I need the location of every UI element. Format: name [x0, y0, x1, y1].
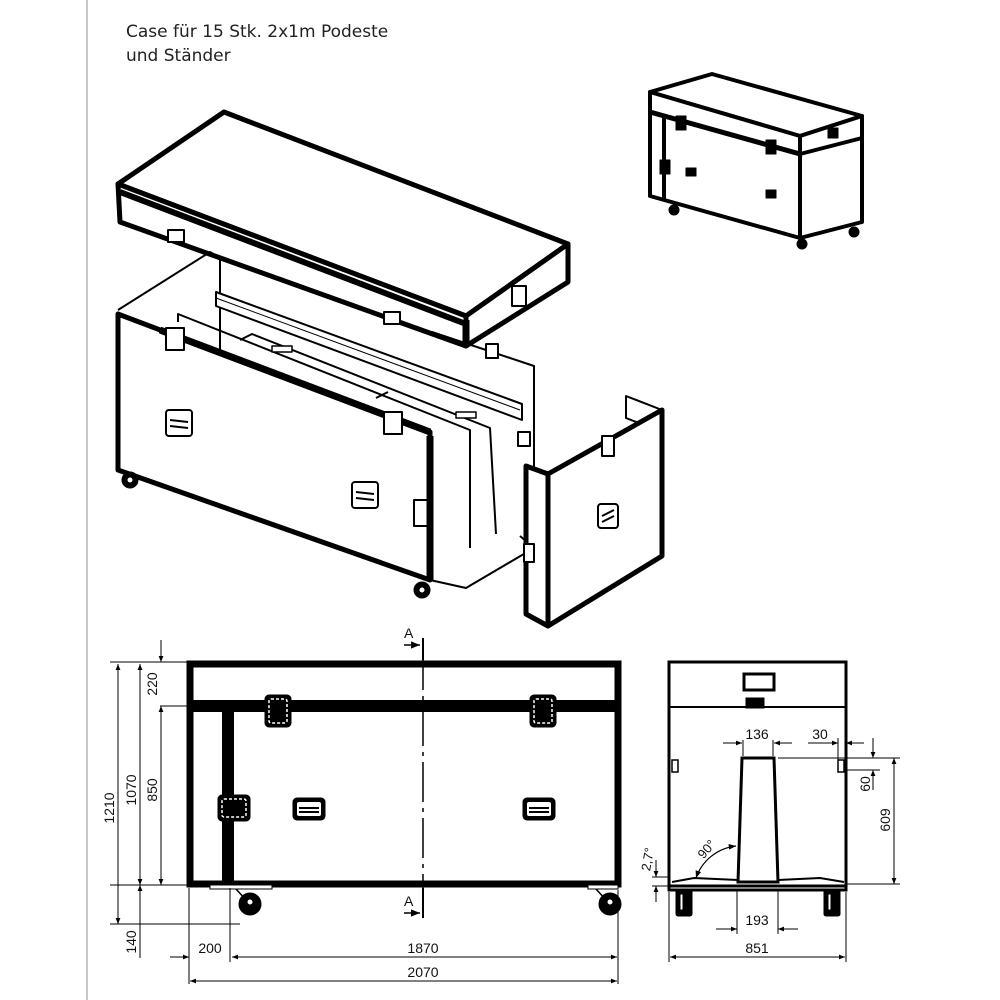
dim-wall-gap: 30 — [812, 726, 828, 742]
dim-bracket-height: 60 — [857, 776, 873, 792]
dim-floor-angle: 2,7° — [638, 846, 657, 872]
lid-latch-icon — [167, 229, 185, 243]
rack-profile — [736, 756, 780, 884]
dim-overall-width: 2070 — [407, 964, 438, 980]
dim-body-height: 1070 — [123, 774, 139, 805]
dim-overall-height: 1210 — [101, 792, 117, 823]
dim-rack-height: 609 — [877, 808, 893, 832]
hinge-icon — [659, 159, 671, 175]
door-handle-icon — [597, 503, 619, 529]
dimension-labels: A A 1210 1070 220 850 140 200 1870 2070 … — [101, 625, 893, 980]
door-latch-icon — [217, 794, 251, 822]
x-bracket-icon — [517, 431, 531, 447]
dim-rack-top-width: 136 — [745, 726, 769, 742]
exploded-view — [115, 109, 665, 629]
rack-clip-icon — [271, 345, 293, 353]
latch-icon — [675, 115, 687, 131]
dim-body-width: 1870 — [407, 940, 438, 956]
latch-icon — [529, 694, 557, 728]
caster-icon — [823, 889, 841, 917]
dim-rack-base-width: 193 — [745, 912, 769, 928]
handle-icon — [165, 409, 193, 437]
front-view — [110, 638, 622, 984]
side-door — [523, 395, 665, 629]
caster-icon — [796, 238, 808, 250]
body-latch-icon — [165, 327, 185, 351]
closed-view — [648, 72, 864, 250]
dim-lower-body-height: 850 — [144, 778, 160, 802]
title-line-2: und Ständer — [126, 46, 231, 66]
caster-icon — [668, 204, 680, 216]
dim-door-width: 200 — [198, 940, 222, 956]
title-line-1: Case für 15 Stk. 2x1m Podeste — [126, 22, 389, 42]
clip-icon — [745, 697, 765, 709]
drawing-title: Case für 15 Stk. 2x1m Podeste und Stände… — [126, 20, 388, 68]
caster-icon — [675, 889, 693, 917]
handle-icon — [765, 189, 777, 199]
lid-handle-icon — [511, 285, 527, 307]
case-body — [115, 251, 535, 599]
dim-lid-height: 220 — [144, 672, 160, 696]
body-latch-icon — [383, 411, 403, 435]
door-latch-icon — [601, 435, 615, 457]
handle-icon — [351, 481, 379, 509]
side-section-view — [652, 660, 900, 962]
dim-overall-depth: 851 — [745, 940, 769, 956]
handle-icon — [742, 672, 776, 692]
dim-caster-height: 140 — [123, 930, 139, 954]
latch-icon — [264, 694, 292, 728]
handle-icon — [685, 167, 697, 177]
door-hinge-icon — [523, 543, 535, 563]
lid — [115, 109, 571, 349]
section-marker-bottom: A — [404, 893, 414, 909]
margin-rule — [86, 0, 88, 1000]
lid-latch-icon — [383, 311, 401, 325]
section-marker-top: A — [404, 625, 414, 641]
caster-icon — [848, 226, 860, 238]
rack-clip-icon — [455, 411, 477, 419]
latch-icon — [765, 139, 777, 155]
x-bracket-icon — [485, 343, 499, 359]
latch-icon — [827, 127, 839, 139]
